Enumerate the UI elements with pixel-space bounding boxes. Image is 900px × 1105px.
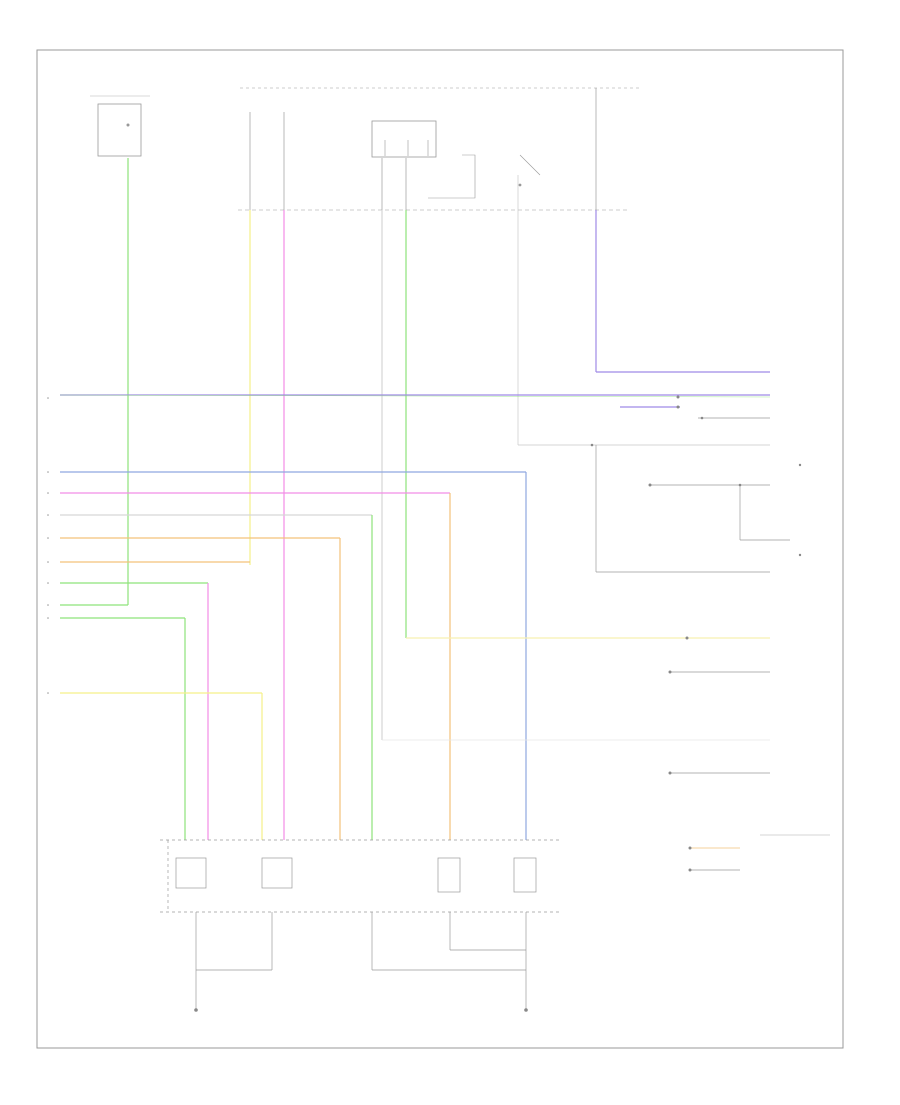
- diagram-frame: [36, 49, 844, 1049]
- right-terminals: [518, 417, 830, 871]
- left-edge-markers: [47, 397, 49, 694]
- bottom-lamp-assembly: [160, 839, 560, 913]
- ground-circuit: [195, 912, 527, 1010]
- top-switch: [428, 154, 541, 199]
- ground-point-right: [524, 1008, 528, 1012]
- ground-point-left: [194, 1008, 198, 1012]
- horizontal-wires: [59, 394, 771, 840]
- right-connector-dots: [590, 395, 802, 872]
- vertical-drops: [127, 88, 770, 840]
- top-fuse-box-left: [90, 95, 150, 157]
- top-connector-center: [371, 120, 437, 158]
